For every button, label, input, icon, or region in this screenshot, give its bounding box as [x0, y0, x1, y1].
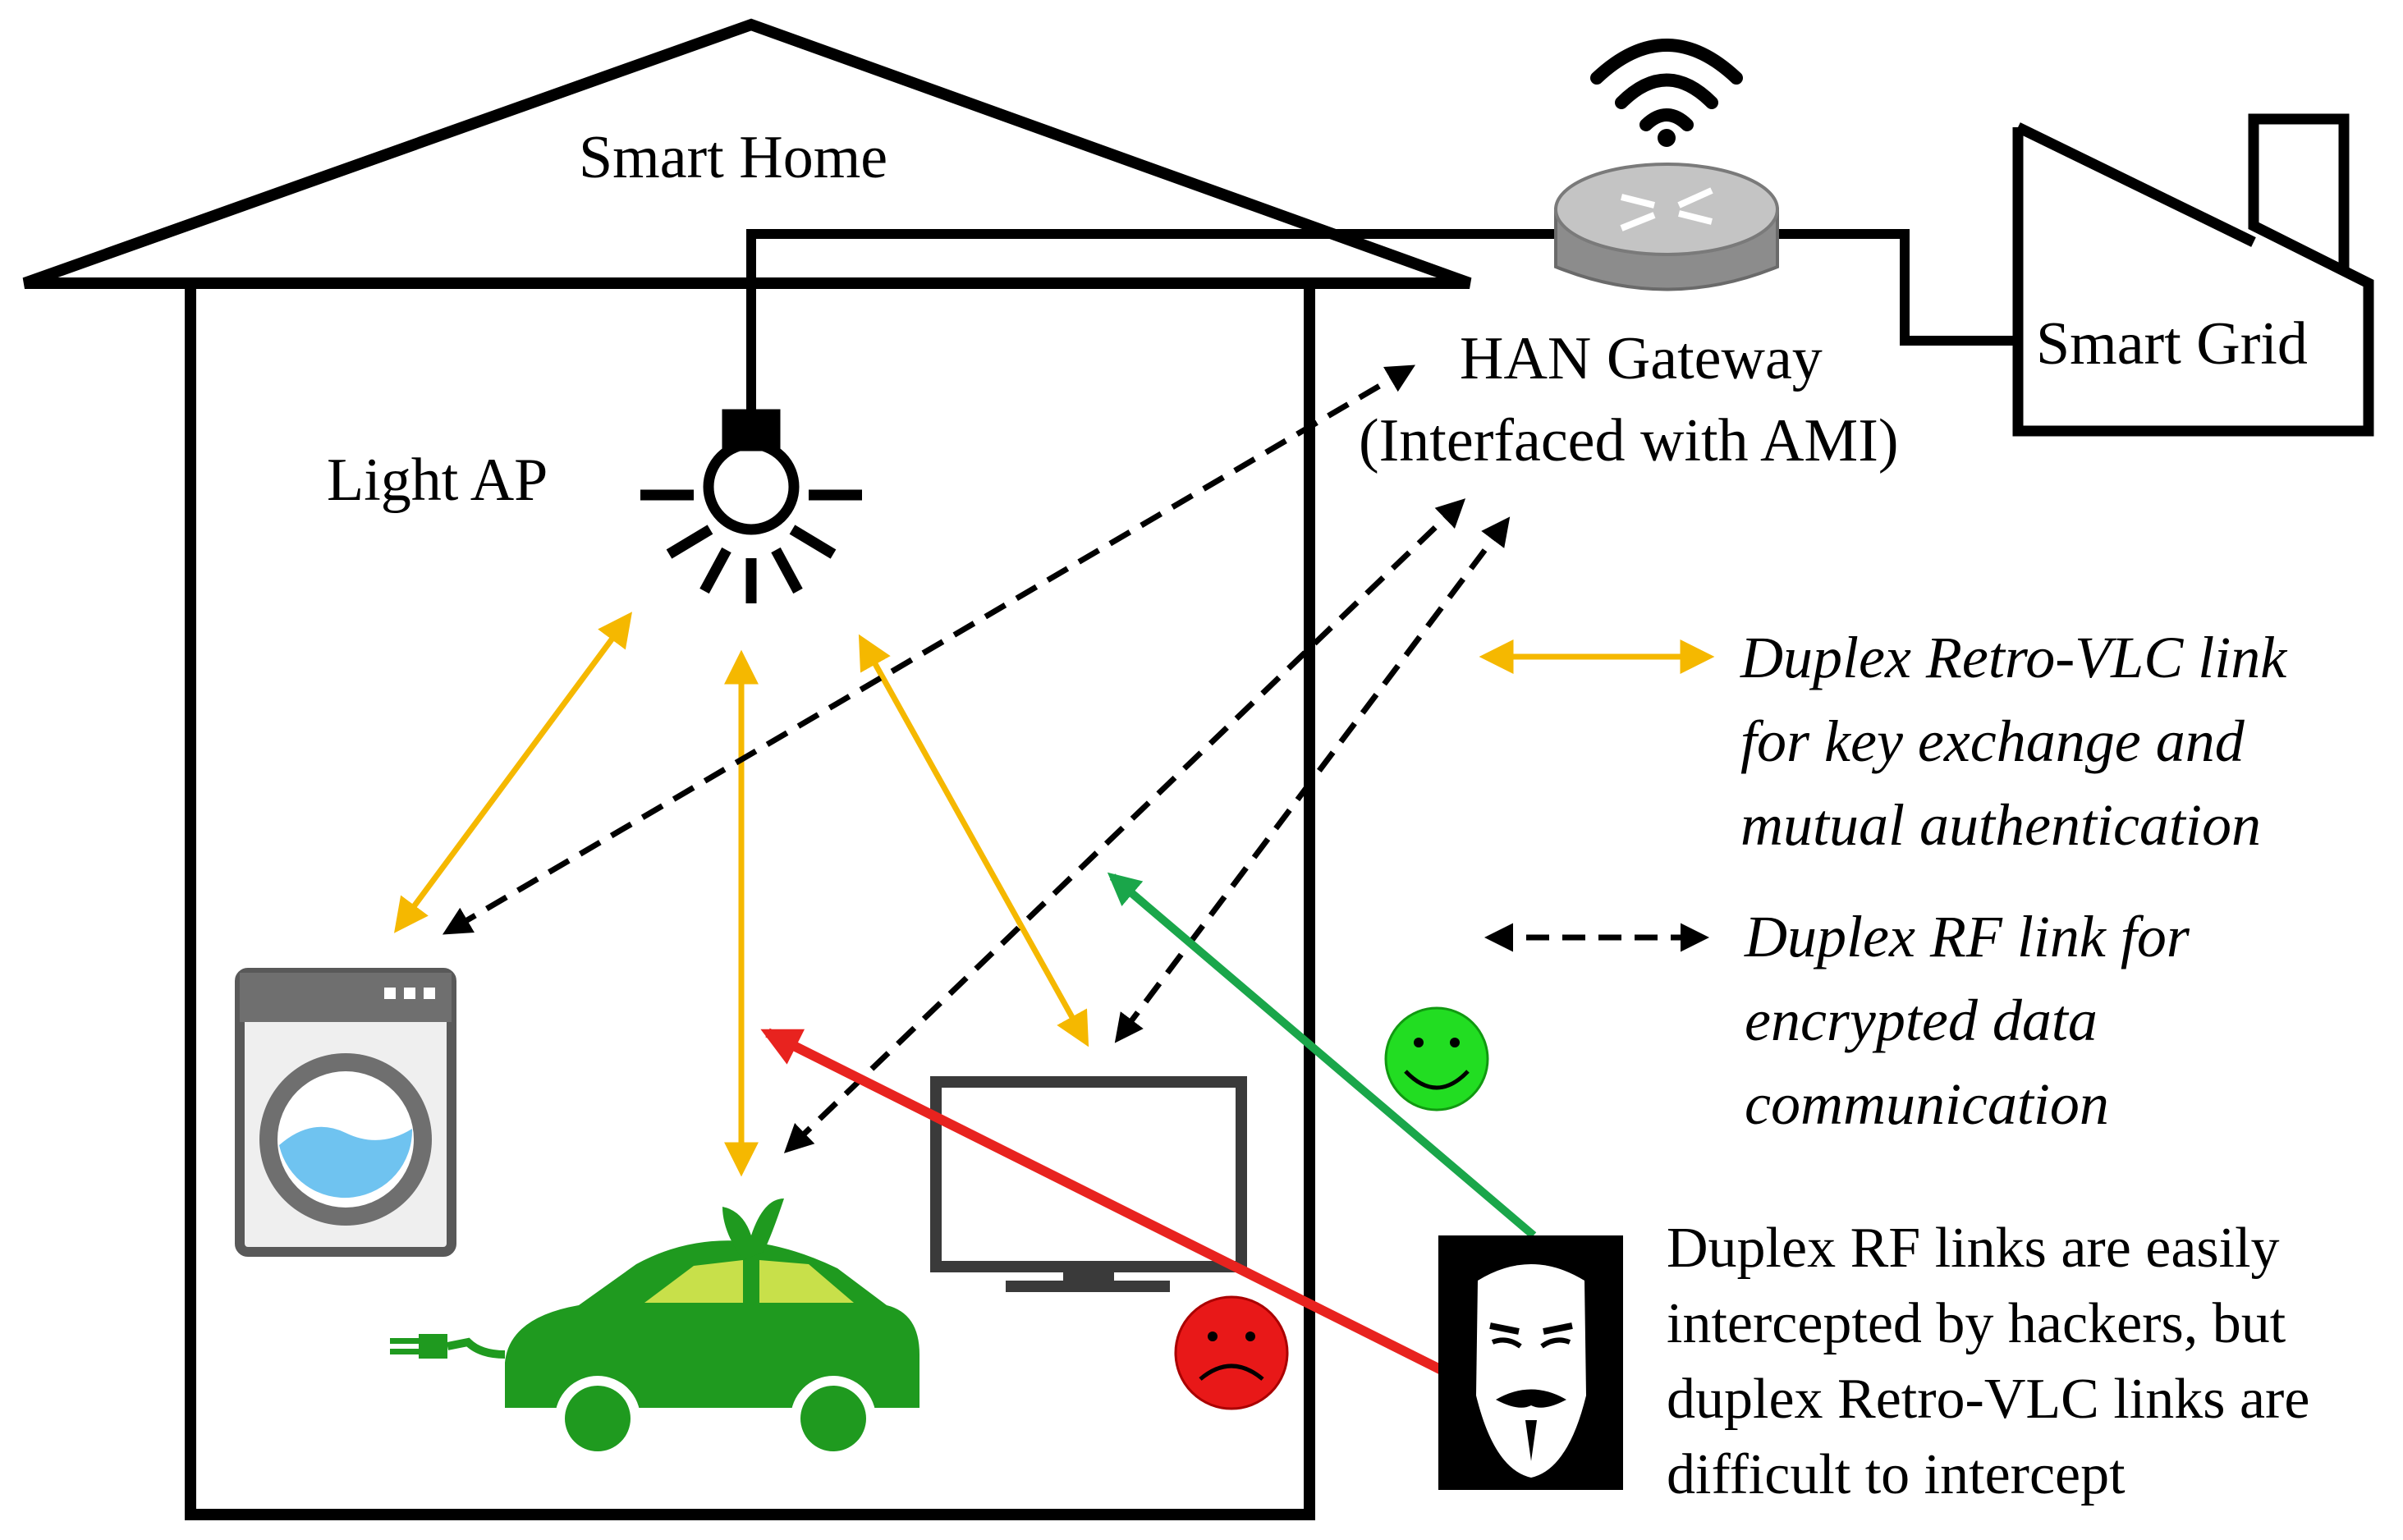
rf-link-washer	[442, 364, 1416, 935]
hacker-rf-attack-arrow	[760, 1028, 1446, 1376]
security-note: Duplex RF links are easily intercepted b…	[1667, 1211, 2309, 1513]
han-gateway-label: HAN Gateway	[1460, 325, 1823, 392]
vlc-link-washer	[394, 612, 632, 933]
tv-icon	[930, 1076, 1247, 1292]
factory-icon	[2012, 113, 2374, 437]
rf-link-car	[783, 498, 1466, 1153]
light-bulb-icon	[640, 409, 862, 603]
legend-rf-line: communication	[1745, 1071, 2109, 1137]
security-note-line: intercepted by hackers, but	[1667, 1292, 2286, 1355]
hacker-mask-icon	[1438, 1235, 1623, 1490]
washing-machine-icon	[235, 968, 456, 1257]
wifi-icon	[1590, 39, 1743, 147]
legend-vlc-line: for key exchange and	[1740, 708, 2245, 774]
rf-links	[442, 364, 1511, 1153]
vlc-link-tv	[858, 634, 1089, 1047]
legend-rf-line: Duplex RF link for	[1745, 904, 2190, 969]
security-note-line: Duplex RF links are easily	[1667, 1217, 2280, 1280]
electric-car-icon	[390, 1199, 919, 1461]
hacker-vlc-attack-arrow	[1107, 872, 1537, 1239]
wired-connection	[746, 229, 2020, 423]
legend-vlc-line: mutual authentication	[1740, 792, 2261, 858]
han-gateway-subtitle: (Interfaced with AMI)	[1359, 407, 1899, 474]
legend-vlc-text: Duplex Retro-VLC link for key exchange a…	[1740, 616, 2286, 867]
legend-rf-line: encrypted data	[1745, 988, 2098, 1053]
light-ap-label: Light AP	[327, 447, 548, 514]
legend-vlc-line: Duplex Retro-VLC link	[1740, 625, 2287, 690]
router-icon	[1554, 163, 1779, 291]
smart-grid-label: Smart Grid	[2036, 310, 2308, 378]
happy-face-icon	[1384, 1006, 1489, 1111]
security-note-line: duplex Retro-VLC links are	[1667, 1368, 2310, 1431]
sad-face-icon	[1174, 1295, 1289, 1410]
legend-rf-text: Duplex RF link for encrypted data commun…	[1745, 895, 2190, 1146]
security-note-line: difficult to intercept	[1667, 1443, 2126, 1506]
smart-home-label: Smart Home	[579, 124, 888, 191]
